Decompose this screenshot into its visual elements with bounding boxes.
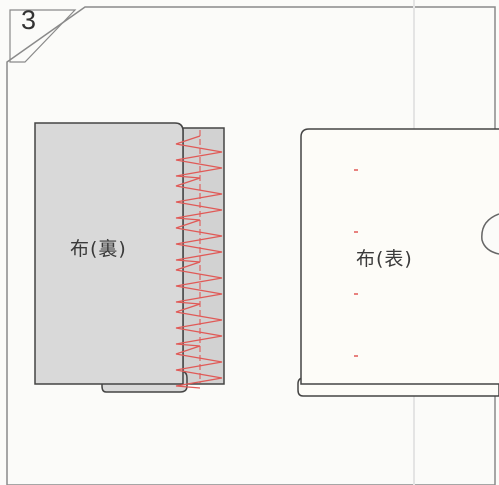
step-number: 3 [21, 5, 37, 35]
front-stitch-marks [354, 169, 358, 357]
fabric-front-label: 布(表) [356, 248, 413, 270]
fabric-front-panel [300, 128, 499, 385]
zigzag-stitch-segment [175, 177, 223, 221]
zigzag-stitch-segment [175, 345, 223, 389]
fabric-back-panel [34, 122, 184, 385]
step-badge-frame [9, 9, 77, 63]
right-diagram [297, 128, 499, 397]
page-frame [6, 6, 496, 485]
left-diagram [34, 122, 225, 393]
zigzag-stitches [175, 135, 223, 389]
zigzag-stitch-segment [175, 135, 223, 179]
fabric-back-label: 布(裏) [70, 238, 127, 260]
zigzag-stitch-segment [175, 303, 223, 347]
zigzag-stitch-segment [175, 219, 223, 263]
edge-notch [481, 213, 499, 255]
zigzag-stitch-segment [175, 261, 223, 305]
